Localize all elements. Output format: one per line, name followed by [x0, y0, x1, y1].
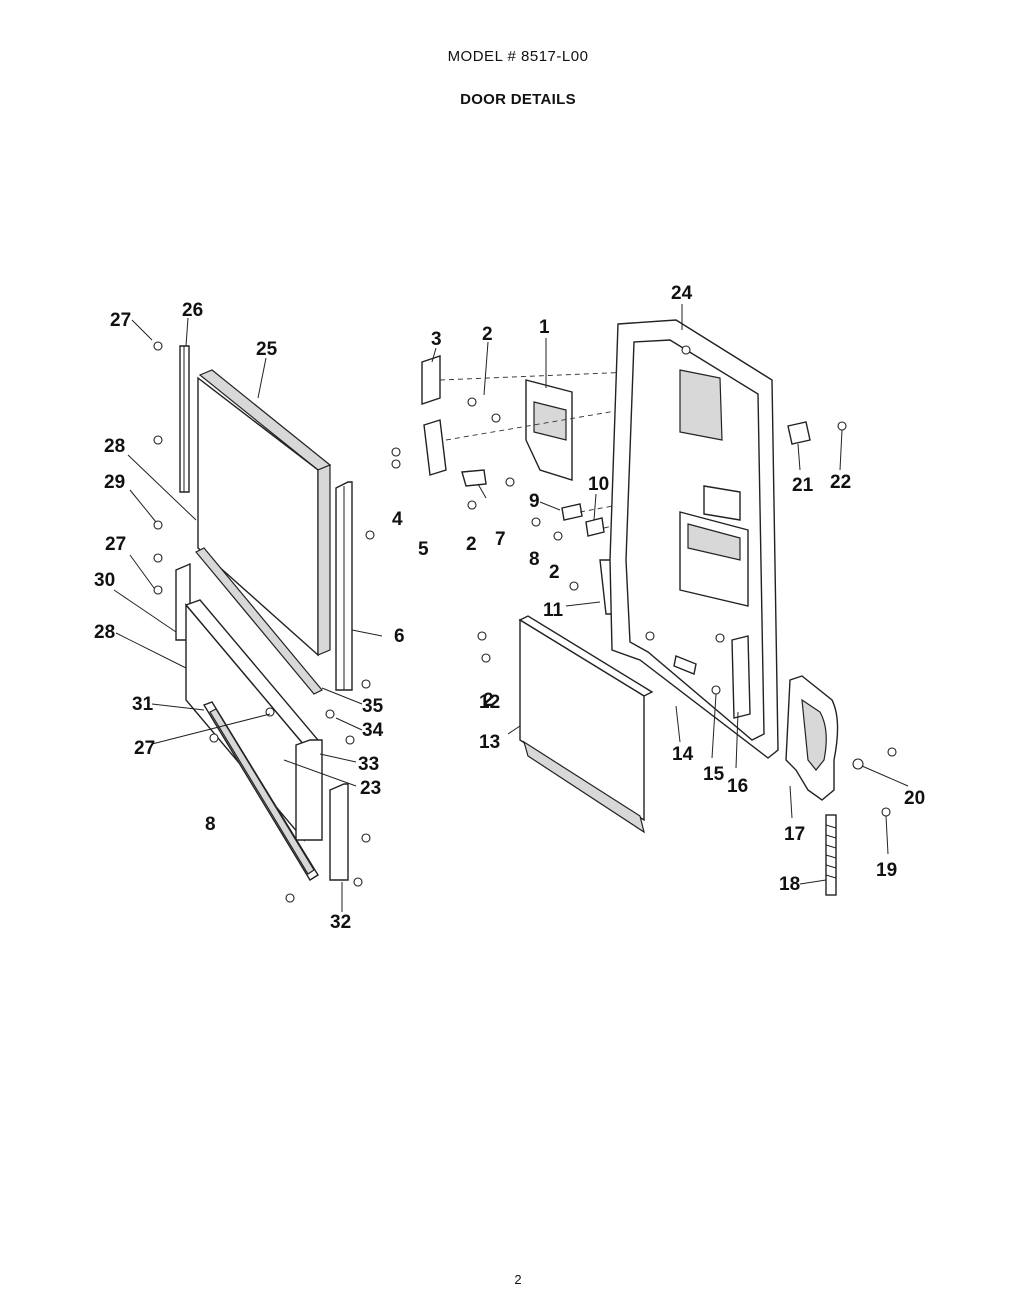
- part-31-rail: [202, 701, 319, 881]
- callout-8: 8: [205, 814, 216, 835]
- callout-22: 22: [830, 472, 851, 493]
- callout-34: 34: [362, 720, 384, 741]
- callout-18: 18: [779, 874, 800, 895]
- callout-27: 27: [105, 534, 126, 555]
- callout-14: 14: [672, 744, 694, 765]
- callout-31: 31: [132, 694, 154, 715]
- callout-35: 35: [362, 696, 384, 717]
- part-1-hinge: [525, 379, 573, 481]
- callout-7: 7: [495, 529, 506, 550]
- part-21-clip: [787, 421, 811, 445]
- part-13-inner-panel: [518, 615, 654, 834]
- part-5-latch: [423, 419, 447, 476]
- callout-9: 9: [529, 491, 540, 512]
- callout-1: 1: [539, 317, 550, 338]
- part-17-hinge-arm: [785, 675, 839, 801]
- part-18-spring: [825, 814, 837, 896]
- part-6-channel: [335, 481, 353, 691]
- part-14-door-frame: [609, 319, 779, 759]
- callout-25: 25: [256, 339, 278, 360]
- callout-19: 19: [876, 860, 897, 881]
- callout-24: 24: [671, 283, 693, 304]
- part-7-clip: [461, 469, 487, 487]
- callout-27: 27: [110, 310, 131, 331]
- page-number: 2: [514, 1272, 522, 1287]
- part-9-clip: [561, 503, 583, 521]
- callout-leaders: [113, 304, 909, 912]
- callout-29: 29: [104, 472, 125, 493]
- callout-27: 27: [134, 738, 155, 759]
- callout-26: 26: [182, 300, 203, 321]
- callout-15: 15: [703, 764, 725, 785]
- callout-21: 21: [792, 475, 814, 496]
- callout-28: 28: [104, 436, 125, 457]
- page-title: DOOR DETAILS: [460, 91, 576, 108]
- callout-2: 2: [466, 534, 477, 555]
- right-screws: [852, 747, 897, 817]
- callout-10: 10: [588, 474, 609, 495]
- callout-2: 2: [483, 690, 494, 711]
- callout-8: 8: [529, 549, 540, 570]
- callout-13: 13: [479, 732, 500, 753]
- callout-4: 4: [392, 509, 403, 530]
- part-33-channel: [295, 739, 323, 841]
- callout-33: 33: [358, 754, 379, 775]
- callout-23: 23: [360, 778, 381, 799]
- callout-3: 3: [431, 329, 442, 350]
- callout-20: 20: [904, 788, 925, 809]
- left-screws: [153, 341, 375, 903]
- part-28-lower-panel: [184, 547, 323, 842]
- callout-numbers: 1 2 2 2 2 3 4 5 6 7 8 8 9 10 11 12 13 14…: [94, 283, 925, 933]
- callout-16: 16: [727, 776, 748, 797]
- part-3-plate: [421, 355, 441, 405]
- callout-32: 32: [330, 912, 351, 933]
- callout-17: 17: [784, 824, 805, 845]
- callout-2: 2: [549, 562, 560, 583]
- callout-11: 11: [543, 600, 564, 621]
- callout-2: 2: [482, 324, 493, 345]
- part-26-strip: [179, 345, 190, 493]
- part-25-panel: [197, 369, 332, 657]
- center-screws: [391, 397, 579, 663]
- part-32-post: [329, 783, 349, 881]
- callout-6: 6: [394, 626, 405, 647]
- callout-12: 12: [479, 692, 500, 713]
- model-number: MODEL # 8517-L00: [447, 48, 589, 65]
- callout-30: 30: [94, 570, 115, 591]
- part-22-screw: [837, 421, 847, 431]
- callout-5: 5: [418, 539, 429, 560]
- callout-28: 28: [94, 622, 115, 643]
- part-10-clip: [585, 517, 605, 537]
